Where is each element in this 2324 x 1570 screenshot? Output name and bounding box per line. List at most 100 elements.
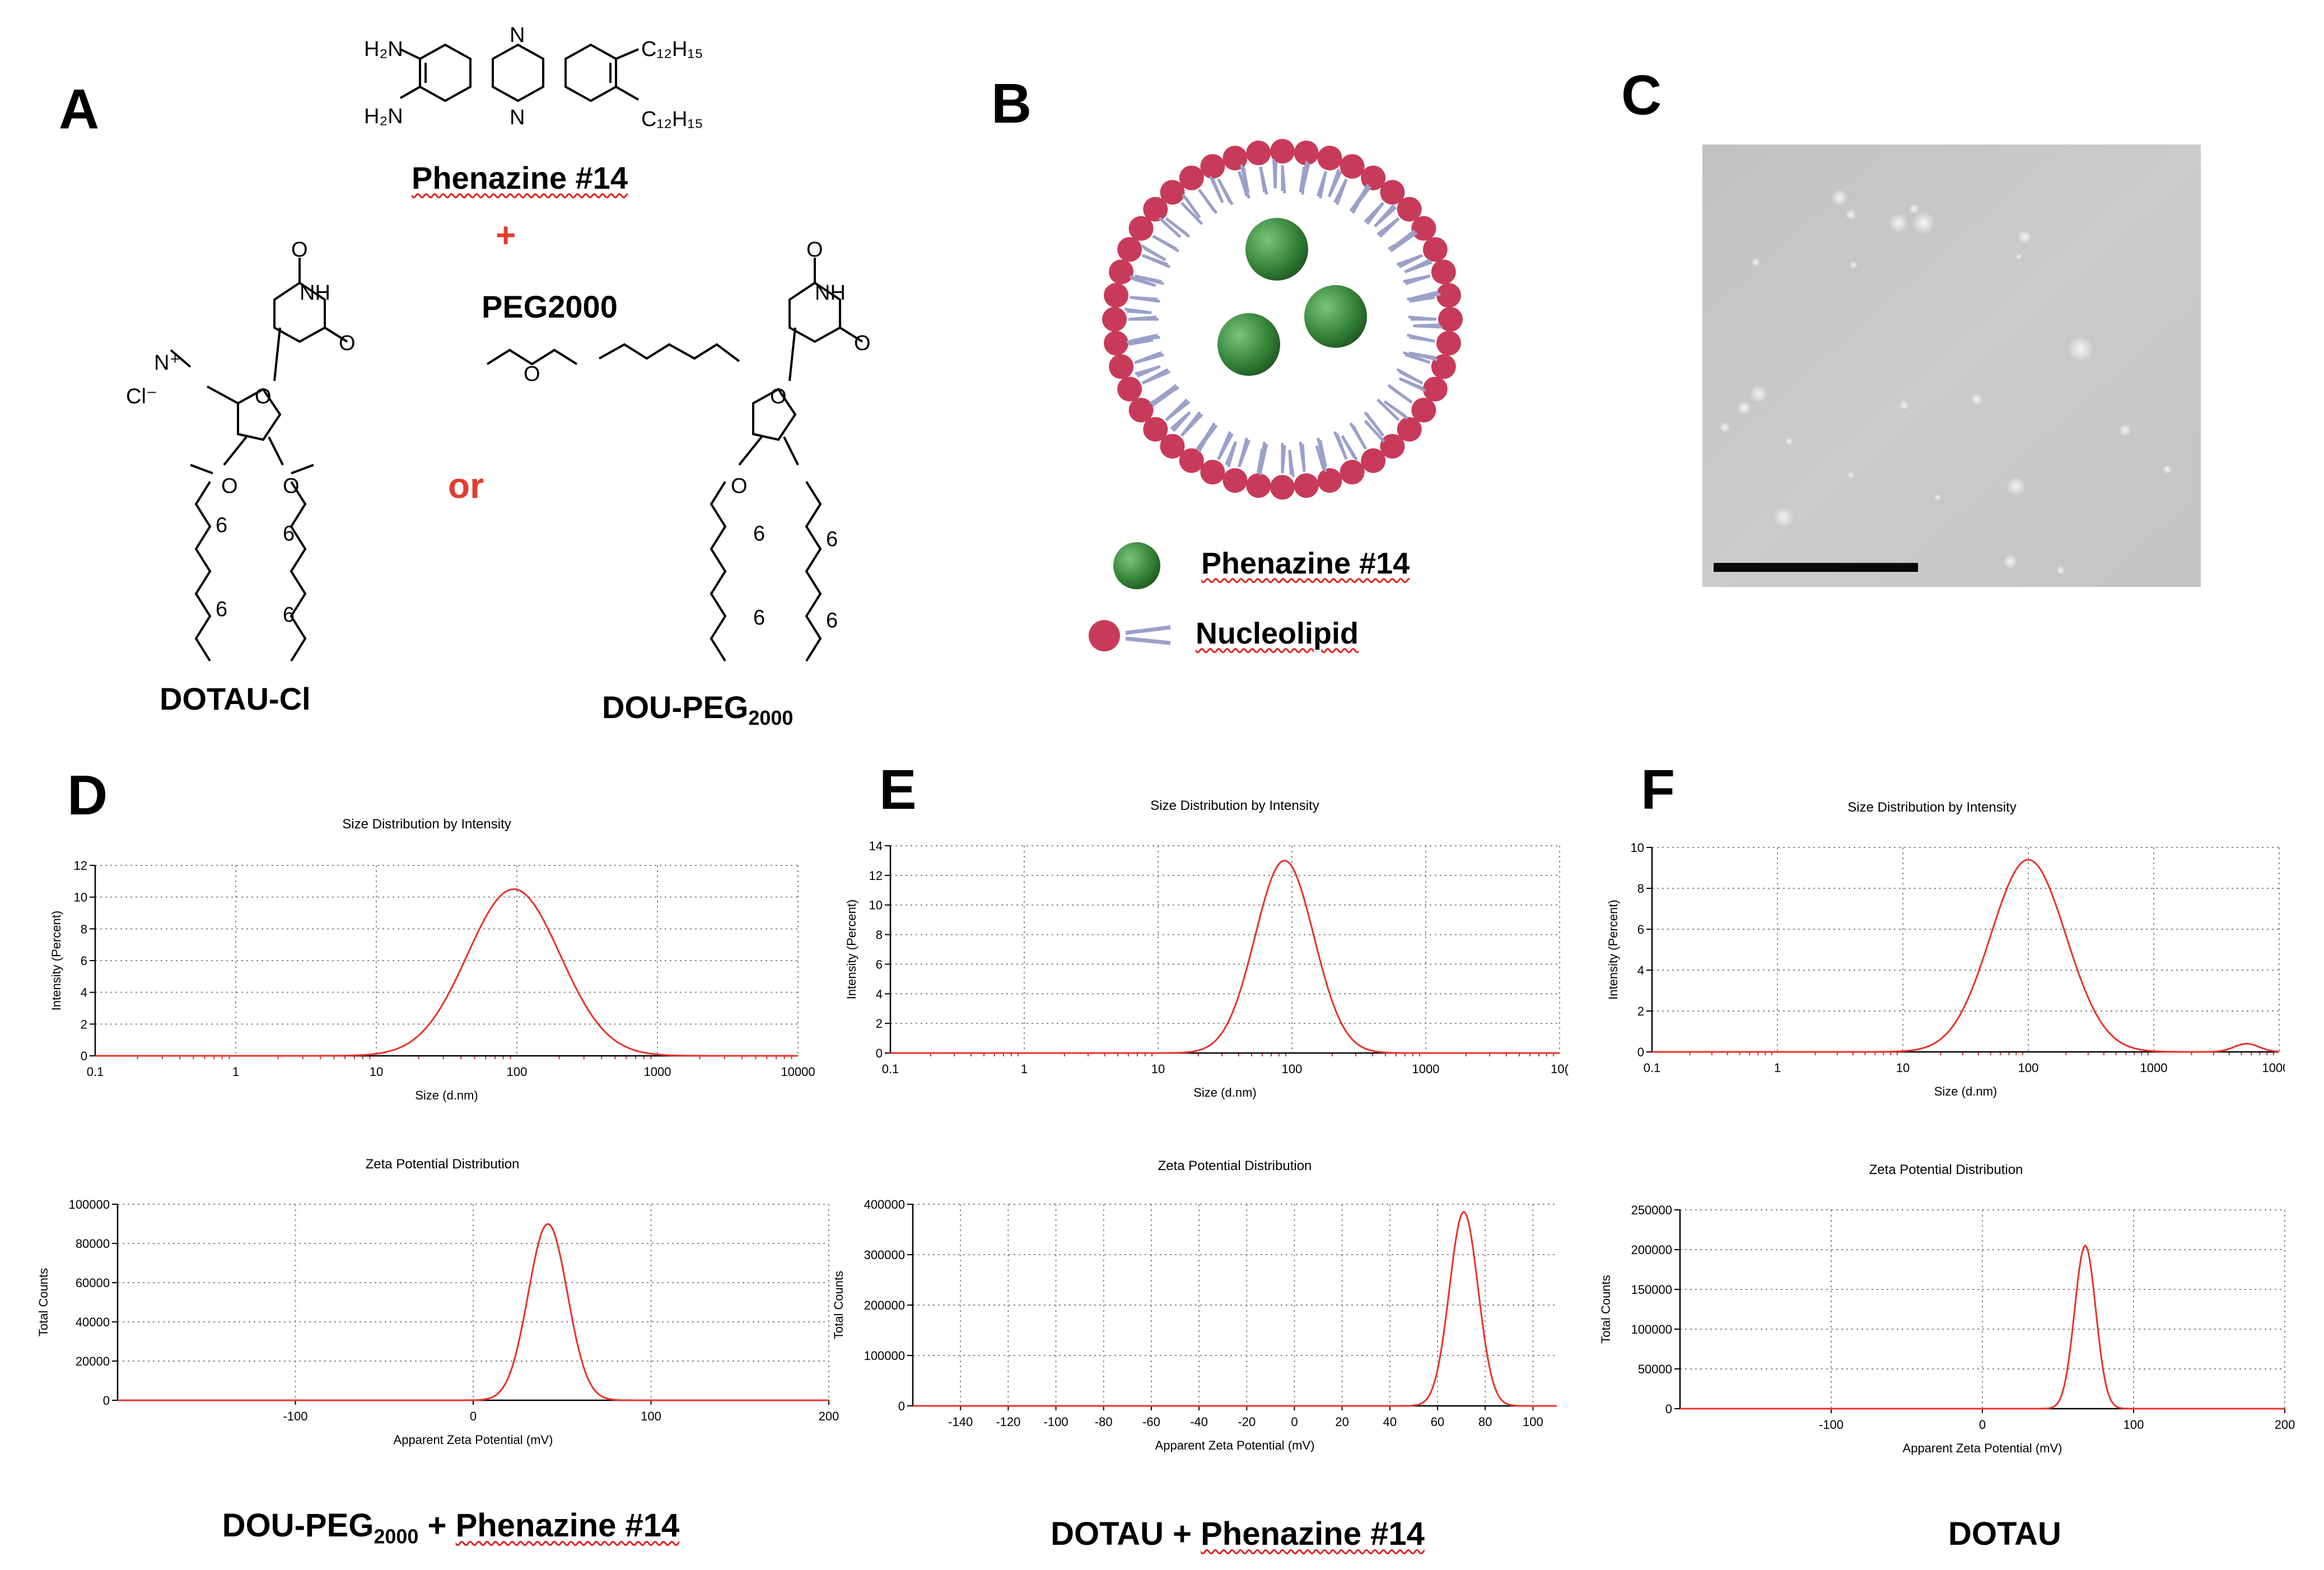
outer-head xyxy=(1270,475,1295,500)
outer-head xyxy=(1438,307,1463,332)
peg-o: O xyxy=(524,362,540,386)
outer-tail xyxy=(1409,336,1435,343)
distribution-curve xyxy=(890,859,1560,1054)
outer-head xyxy=(1422,237,1448,262)
y-tick-label: 10 xyxy=(869,898,883,912)
y-tick-label: 6 xyxy=(876,957,883,971)
dotau-cl-label: DOTAU-Cl xyxy=(160,681,311,716)
dotau-ester-o-left: O xyxy=(221,474,238,498)
inner-tail xyxy=(1315,445,1327,473)
x-tick-label: -100 xyxy=(283,1409,307,1423)
legend-nucleolipid-label: Nucleolipid xyxy=(1196,617,1359,650)
outer-head xyxy=(1411,216,1436,241)
distribution-curve xyxy=(1680,1244,2285,1410)
outer-tail xyxy=(1165,400,1191,422)
outer-tail xyxy=(1405,353,1431,364)
caption-f: DOTAU xyxy=(1948,1516,2061,1552)
x-tick-label: 40 xyxy=(1383,1415,1397,1429)
y-tick-label: 8 xyxy=(876,928,883,942)
x-tick-label: 1000 xyxy=(644,1065,671,1079)
doupeg-chain-count-3: 6 xyxy=(753,606,765,630)
panel-a-structures: H₂N H₂N C₁₂H₁₅ C₁₂H₁₅ N N O NH O N⁺ Cl⁻ … xyxy=(126,24,871,662)
outer-tail xyxy=(1198,189,1218,215)
x-tick-label: 100 xyxy=(2018,1061,2039,1075)
inner-tail xyxy=(1136,365,1161,378)
phenazine-sphere-1 xyxy=(1245,218,1308,281)
caption-d: DOU-PEG2000 + Phenazine #14 xyxy=(222,1507,680,1548)
inner-tail xyxy=(1408,351,1438,361)
x-tick-label: 1 xyxy=(232,1065,239,1079)
outer-head xyxy=(1160,180,1185,205)
x-axis-label: Apparent Zeta Potential (mV) xyxy=(1903,1441,2062,1455)
distribution-curve xyxy=(913,1210,1557,1407)
f-zeta-title: Zeta Potential Distribution xyxy=(1869,1162,2023,1177)
y-tick-label: 4 xyxy=(81,986,87,1000)
outer-tail xyxy=(1398,370,1424,385)
x-tick-label: 10( xyxy=(1551,1062,1569,1076)
outer-head xyxy=(1294,473,1319,498)
phenazine-n-bottom: N xyxy=(510,106,525,129)
phenazine-sphere-3 xyxy=(1217,313,1280,376)
dotau-nplus: N⁺ xyxy=(154,351,181,375)
outer-head xyxy=(1397,197,1422,222)
x-tick-label: -140 xyxy=(948,1415,973,1429)
y-tick-label: 300000 xyxy=(864,1248,905,1262)
doupeg-chain-count-2: 6 xyxy=(826,528,838,551)
outer-head xyxy=(1436,330,1461,356)
inner-tail xyxy=(1301,162,1310,190)
outer-head xyxy=(1411,398,1436,423)
dotau-chain-count-4: 6 xyxy=(283,603,295,627)
x-tick-label: 0 xyxy=(1291,1415,1298,1429)
outer-head xyxy=(1117,376,1142,402)
dotau-chain-count-2: 6 xyxy=(283,522,295,546)
outer-tail xyxy=(1165,217,1191,238)
x-tick-label: 0 xyxy=(470,1409,477,1423)
outer-head xyxy=(1102,307,1127,332)
y-tick-label: 150000 xyxy=(1631,1283,1672,1297)
outer-tail xyxy=(1379,400,1400,421)
outer-tail xyxy=(1141,370,1171,385)
y-tick-label: 2 xyxy=(81,1017,87,1031)
y-tick-label: 100000 xyxy=(1631,1322,1672,1336)
doupeg-o2: O xyxy=(854,332,871,355)
outer-tail xyxy=(1389,386,1413,404)
y-axis-label: Intensity (Percent) xyxy=(49,911,63,1011)
y-tick-label: 0 xyxy=(1665,1402,1672,1416)
x-axis-label: Apparent Zeta Potential (mV) xyxy=(394,1433,553,1447)
y-tick-label: 20000 xyxy=(76,1354,110,1368)
outer-tail xyxy=(1318,440,1327,468)
inner-tail xyxy=(1383,400,1409,420)
outer-head xyxy=(1361,448,1386,473)
y-axis-label: Total Counts xyxy=(832,1271,846,1339)
doupeg-nh: NH xyxy=(815,281,846,305)
outer-head xyxy=(1143,417,1168,442)
legend-icons xyxy=(1089,542,1171,651)
outer-tail xyxy=(1318,171,1327,199)
x-tick-label: 1 xyxy=(1774,1061,1781,1075)
panel-label-b: B xyxy=(991,72,1032,135)
outer-head xyxy=(1117,237,1142,262)
amine-label-top: H₂N xyxy=(364,38,403,61)
inner-tail xyxy=(1391,231,1418,249)
x-tick-label: 80 xyxy=(1478,1415,1492,1429)
y-tick-label: 8 xyxy=(1637,882,1644,896)
x-tick-label: -100 xyxy=(1819,1418,1844,1432)
y-axis-label: Intensity (Percent) xyxy=(844,900,858,1000)
y-tick-label: 4 xyxy=(876,987,883,1001)
dotau-ester-o-right: O xyxy=(283,474,300,498)
y-tick-label: 2 xyxy=(876,1017,883,1031)
panel-label-c: C xyxy=(1621,64,1662,127)
x-tick-label: 0.1 xyxy=(1644,1061,1661,1075)
outer-tail xyxy=(1238,171,1250,199)
y-tick-label: 50000 xyxy=(1638,1362,1672,1376)
legend-phenazine-label: Phenazine #14 xyxy=(1201,547,1410,580)
y-tick-label: 200000 xyxy=(1631,1243,1672,1257)
inner-tail xyxy=(1143,246,1166,262)
inner-tail xyxy=(1411,292,1441,300)
e-zeta-title: Zeta Potential Distribution xyxy=(1158,1158,1312,1173)
outer-head xyxy=(1340,459,1365,484)
plus-sign: + xyxy=(496,216,516,255)
y-tick-label: 14 xyxy=(869,839,883,853)
outer-head xyxy=(1109,259,1134,285)
outer-head xyxy=(1294,141,1319,166)
